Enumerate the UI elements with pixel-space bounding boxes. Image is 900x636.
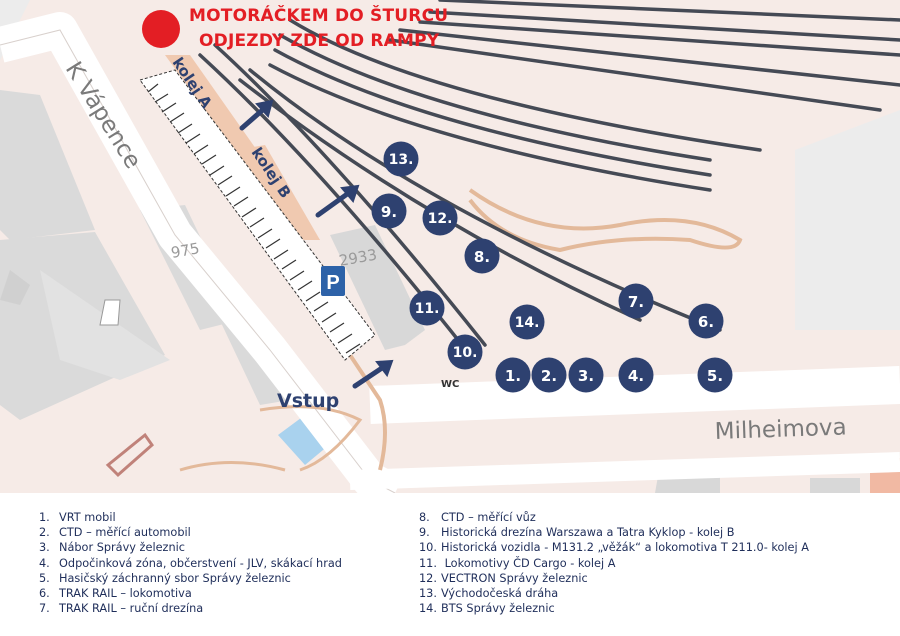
departure-marker-icon: [142, 10, 180, 48]
svg-text:4.: 4.: [628, 367, 644, 385]
legend-column-right: 8.CTD – měřící vůz 9.Historická drezína …: [419, 510, 809, 616]
arrow-icon: [239, 99, 274, 131]
building-block: [0, 90, 95, 240]
svg-text:8.: 8.: [474, 248, 490, 266]
building-block: [810, 478, 860, 493]
platform-area: [235, 145, 320, 240]
entrance-label: Vstup: [277, 390, 339, 412]
stop-marker-8[interactable]: 8.: [464, 238, 500, 274]
legend-item: 14.BTS Správy železnic: [419, 602, 555, 616]
legend-item: 8.CTD – měřící vůz: [419, 511, 536, 524]
arrow-icon: [315, 184, 360, 218]
map[interactable]: P K Vápence Milheimova 975 2933 kolej A …: [0, 0, 900, 493]
road-secondary: [349, 452, 900, 490]
svg-text:1.: 1.: [505, 367, 521, 385]
building-2933: [330, 225, 425, 350]
legend-item: 5.Hasičský záchranný sbor Správy železni…: [39, 571, 291, 585]
svg-text:2.: 2.: [541, 367, 557, 385]
legend-item: 6.TRAK RAIL – lokomotiva: [39, 586, 192, 600]
stop-marker-12[interactable]: 12.: [422, 200, 458, 236]
chimney-symbol: [99, 299, 121, 326]
arrow-icon: [352, 359, 394, 389]
stop-marker-9[interactable]: 9.: [371, 193, 407, 229]
svg-text:7.: 7.: [628, 293, 644, 311]
stop-marker-5[interactable]: 5.: [697, 357, 733, 393]
parking-stripes: [147, 83, 361, 354]
footpath: [179, 461, 286, 472]
legend-item: 12.VECTRON Správy železnic: [419, 571, 588, 585]
legend-column-left: 1.VRT mobil 2.CTD – měřící automobil 3.N…: [39, 510, 342, 616]
parking-label: P: [326, 272, 339, 294]
map-canvas: P K Vápence Milheimova 975 2933 kolej A …: [0, 0, 900, 493]
legend-item: 10.Historická vozidla - M131.2 „věžák“ a…: [419, 541, 809, 555]
svg-text:6.: 6.: [698, 313, 714, 331]
stop-marker-11[interactable]: 11.: [409, 290, 445, 326]
svg-text:5.: 5.: [707, 367, 723, 385]
header-line2: ODJEZDY ZDE OD RAMPY: [199, 31, 440, 51]
footpath: [468, 188, 743, 253]
legend-item: 1.VRT mobil: [39, 511, 116, 524]
rail-tracks: [198, 0, 900, 357]
parking-sign: [321, 266, 345, 296]
street-label-milheimova: Milheimova: [714, 414, 847, 445]
legend: 1.VRT mobil 2.CTD – měřící automobil 3.N…: [0, 493, 900, 636]
building-block: [0, 270, 30, 305]
svg-text:9.: 9.: [381, 203, 397, 221]
legend-item: 2.CTD – měřící automobil: [39, 526, 191, 540]
svg-text:3.: 3.: [578, 367, 594, 385]
parking-lane: [139, 69, 376, 361]
legend-item: 4.Odpočinková zóna, občerstvení - JLV, s…: [39, 556, 342, 570]
legend-item: 3.Nábor Správy železnic: [39, 541, 185, 555]
stop-marker-2[interactable]: 2.: [531, 357, 567, 393]
stop-marker-6[interactable]: 6.: [688, 303, 724, 339]
header: MOTORÁČKEM DO ŠTURCU ODJEZDY ZDE OD RAMP…: [0, 0, 900, 58]
building-block: [795, 110, 900, 330]
stop-marker-13[interactable]: 13.: [383, 141, 419, 177]
svg-text:12.: 12.: [428, 211, 453, 227]
house-number-975: 975: [170, 239, 201, 262]
road-milheimova: [369, 366, 900, 424]
footpath: [259, 405, 363, 472]
stop-marker-3[interactable]: 3.: [568, 357, 604, 393]
header-line1: MOTORÁČKEM DO ŠTURCU: [189, 6, 449, 26]
svg-text:11.: 11.: [415, 301, 440, 317]
legend-item: 11. Lokomotivy ČD Cargo - kolej A: [419, 556, 616, 570]
legend-item: 13.Východočeská dráha: [419, 586, 559, 600]
stop-marker-7[interactable]: 7.: [618, 283, 654, 319]
footpath: [338, 338, 387, 471]
legend-item: 7.TRAK RAIL – ruční drezína: [39, 602, 204, 616]
wc-label: WC: [441, 379, 459, 390]
stop-marker-10[interactable]: 10.: [447, 334, 483, 370]
stop-marker-14[interactable]: 14.: [509, 304, 545, 340]
svg-text:10.: 10.: [453, 345, 478, 361]
svg-text:14.: 14.: [515, 315, 540, 331]
stop-marker-4[interactable]: 4.: [618, 357, 654, 393]
legend-item: 9.Historická drezína Warszawa a Tatra Ky…: [419, 526, 735, 540]
stop-marker-1[interactable]: 1.: [495, 357, 531, 393]
building-outline: [105, 432, 154, 478]
pool: [278, 415, 335, 465]
svg-text:13.: 13.: [389, 152, 414, 168]
